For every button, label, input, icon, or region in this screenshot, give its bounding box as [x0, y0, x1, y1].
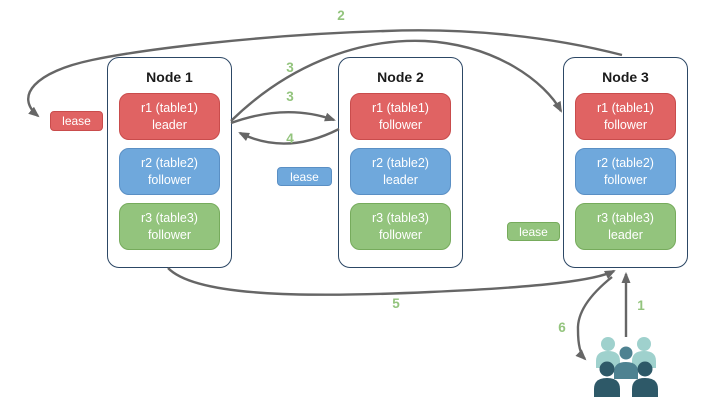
node-3-title: Node 3	[602, 69, 649, 85]
node-3-replica-r3: r3 (table3) leader	[575, 203, 676, 250]
node-1-title: Node 1	[146, 69, 193, 85]
step-label-4: 4	[286, 131, 294, 146]
node-1-replica-r1: r1 (table1) leader	[119, 93, 220, 140]
node-1-replica-r2: r2 (table2) follower	[119, 148, 220, 195]
replica-role-label: follower	[603, 172, 648, 187]
replica-role-label: follower	[378, 117, 423, 132]
node-1-replica-r3: r3 (table3) follower	[119, 203, 220, 250]
node-3-replica-r1: r1 (table1) follower	[575, 93, 676, 140]
step-label-1: 1	[637, 298, 645, 313]
node-3-replica-r2: r2 (table2) follower	[575, 148, 676, 195]
replica-range-label: r2 (table2)	[141, 156, 198, 171]
lease-badge-r1: lease	[50, 111, 103, 131]
replica-range-label: r1 (table1)	[141, 101, 198, 116]
replica-range-label: r2 (table2)	[597, 156, 654, 171]
node-2: Node 2 r1 (table1) follower r2 (table2) …	[338, 57, 463, 268]
node-2-replica-r2: r2 (table2) leader	[350, 148, 451, 195]
node-1: Node 1 r1 (table1) leader r2 (table2) fo…	[107, 57, 232, 268]
step-label-2: 2	[337, 8, 345, 23]
node-3: Node 3 r1 (table1) follower r2 (table2) …	[563, 57, 688, 268]
node-2-title: Node 2	[377, 69, 424, 85]
step-label-3b: 3	[286, 89, 294, 104]
replica-range-label: r2 (table2)	[372, 156, 429, 171]
replica-role-label: leader	[383, 172, 418, 187]
node-2-replica-r3: r3 (table3) follower	[350, 203, 451, 250]
lease-badge-r3: lease	[507, 222, 560, 241]
replica-range-label: r3 (table3)	[597, 211, 654, 226]
users-icon	[594, 337, 658, 397]
replica-role-label: follower	[378, 227, 423, 242]
replica-range-label: r3 (table3)	[372, 211, 429, 226]
step-label-5: 5	[392, 296, 400, 311]
replica-range-label: r3 (table3)	[141, 211, 198, 226]
step-label-3a: 3	[286, 60, 294, 75]
step-label-6: 6	[558, 320, 566, 335]
node-2-replica-r1: r1 (table1) follower	[350, 93, 451, 140]
arrow-step-3-node1-to-node2	[230, 110, 336, 125]
replica-range-label: r1 (table1)	[372, 101, 429, 116]
replica-range-label: r1 (table1)	[597, 101, 654, 116]
replica-role-label: follower	[147, 227, 192, 242]
lease-badge-r2: lease	[277, 167, 332, 186]
replica-role-label: follower	[603, 117, 648, 132]
arrow-step-6-node3-to-users	[575, 276, 613, 361]
replica-role-label: follower	[147, 172, 192, 187]
arrow-step-5-node1-to-node3	[167, 267, 616, 296]
replica-role-label: leader	[608, 227, 643, 242]
replica-role-label: leader	[152, 117, 187, 132]
